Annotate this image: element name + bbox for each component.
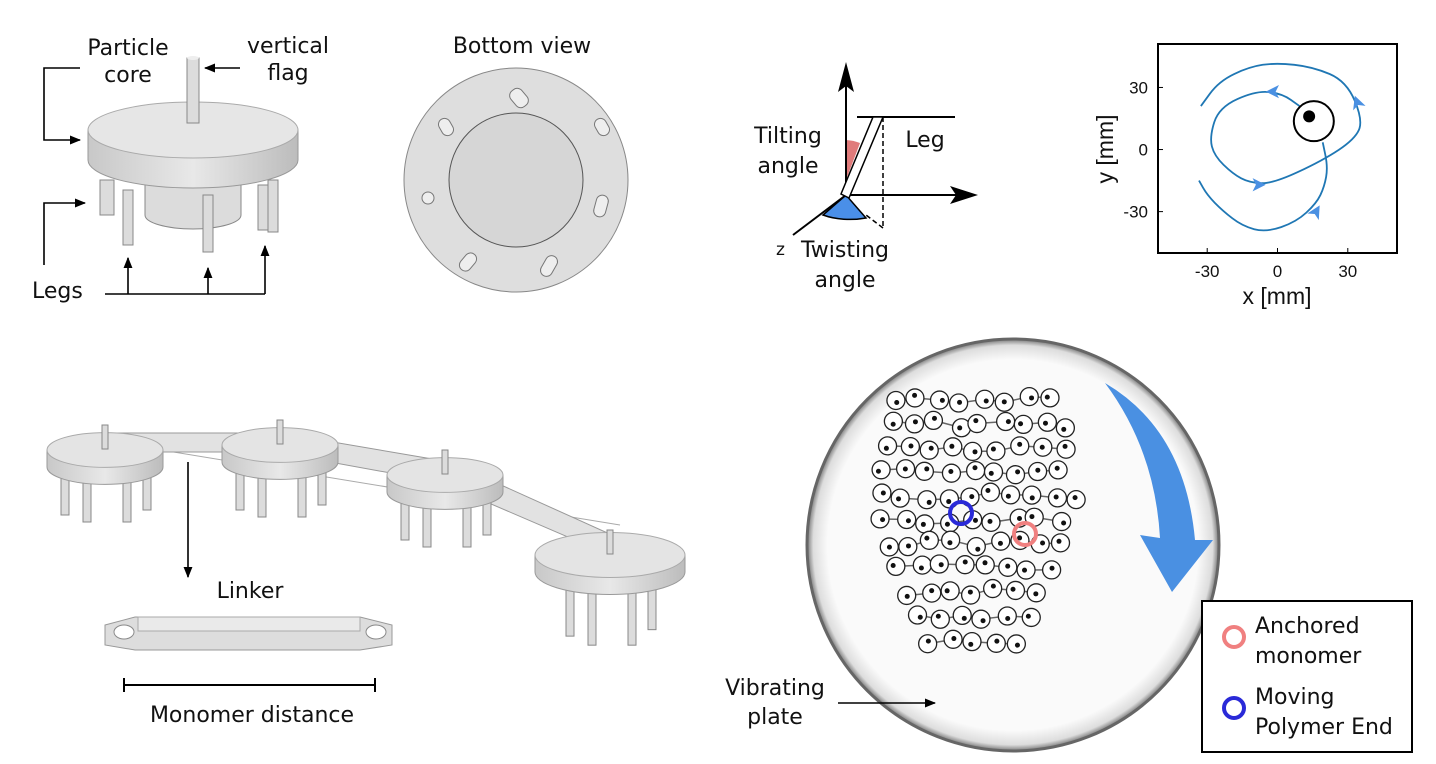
y-tick-label: 30 xyxy=(1129,78,1148,97)
direction-arrow xyxy=(1307,205,1320,221)
monomer-bead xyxy=(1022,485,1042,505)
polymer-beads xyxy=(870,386,1086,654)
monomer-bead xyxy=(1019,386,1039,407)
particle-marker xyxy=(1292,100,1335,143)
vibrating-plate-label-2: plate xyxy=(747,705,803,730)
monomer-bead xyxy=(905,388,925,408)
monomer-bead xyxy=(1013,414,1034,435)
legend-anchored-1: Anchored xyxy=(1255,614,1360,639)
direction-arrow xyxy=(1353,95,1366,111)
core-arrow xyxy=(43,67,82,145)
monomer-distance-label: Monomer distance xyxy=(150,703,354,728)
legs-label: Legs xyxy=(32,279,83,304)
monomer-bead xyxy=(967,413,987,434)
vertical-flag-label-2: flag xyxy=(267,61,308,86)
monomer-bead xyxy=(912,555,932,575)
monomer-bead xyxy=(917,490,937,510)
y-axis-label: y [mm] xyxy=(1092,115,1118,184)
y-tick-label: -30 xyxy=(1123,203,1148,222)
monomer-bead xyxy=(966,536,986,557)
monomer-bead xyxy=(971,609,991,629)
twisting-angle-label-1: Twisting xyxy=(800,238,889,263)
trajectory-chart: -30 0 30 30 0 -30 x [mm] y [mm] xyxy=(1092,43,1398,309)
legend-moving-2: Polymer End xyxy=(1255,715,1393,740)
monomer-bead xyxy=(1056,439,1076,459)
monomer-bead xyxy=(960,585,981,605)
particle-flag-dot xyxy=(1303,110,1316,123)
polymer-chain-render xyxy=(46,419,686,646)
direction-arrow xyxy=(1252,178,1266,192)
monomer-bead xyxy=(929,390,950,410)
z-axis-label: z xyxy=(776,240,785,260)
monomer-bead xyxy=(955,555,975,575)
anchored-marker xyxy=(1012,521,1038,547)
monomer-bead xyxy=(1000,485,1021,505)
trajectory-line xyxy=(1200,62,1362,185)
monomer-bead xyxy=(1005,465,1026,485)
monomer-bead xyxy=(965,460,986,481)
monomer-disk xyxy=(46,424,164,523)
monomer-bead xyxy=(1005,580,1026,601)
linker-label: Linker xyxy=(217,579,285,604)
particle-render xyxy=(87,56,299,253)
vertical-flag-label-1: vertical xyxy=(247,34,329,59)
monomer-bead xyxy=(980,482,1001,502)
chart-frame xyxy=(1157,43,1398,254)
legend-anchored-icon xyxy=(1222,625,1246,649)
linker-render xyxy=(104,616,393,651)
monomer-disk xyxy=(221,419,339,518)
monomer-bead xyxy=(919,530,939,550)
twisting-angle-label-2: angle xyxy=(814,268,875,293)
monomer-bead xyxy=(870,509,890,529)
moving-end-marker xyxy=(948,500,974,526)
legend-anchored-2: monomer xyxy=(1255,644,1362,669)
monomer-bead xyxy=(886,556,906,577)
y-tick-label: 0 xyxy=(1139,141,1148,160)
monomer-bead xyxy=(986,441,1006,461)
monomer-disk xyxy=(386,449,504,548)
legend-moving-1: Moving xyxy=(1255,685,1334,710)
legend-moving-icon xyxy=(1222,696,1246,720)
monomer-bead xyxy=(940,581,960,601)
x-tick-label: -30 xyxy=(1195,262,1220,281)
x-tick-label: 30 xyxy=(1338,262,1357,281)
leg-label: Leg xyxy=(905,128,944,153)
monomer-bead xyxy=(907,605,928,625)
monomer-bead xyxy=(983,462,1004,482)
particle-core-label-1: Particle xyxy=(87,36,168,61)
monomer-bead xyxy=(918,634,938,654)
angle-diagram xyxy=(792,62,978,236)
vibrating-plate-label-1: Vibrating xyxy=(725,676,825,701)
direction-arrow xyxy=(1265,84,1279,99)
monomer-bead xyxy=(930,609,950,629)
bottom-view-render xyxy=(403,67,629,293)
monomer-disk xyxy=(534,529,686,646)
monomer-bead xyxy=(997,606,1017,626)
monomer-bead xyxy=(952,605,972,626)
monomer-bead xyxy=(914,461,935,481)
monomer-bead xyxy=(1040,388,1060,408)
rotation-arrow xyxy=(1105,383,1213,592)
monomer-bead xyxy=(883,411,904,431)
monomer-bead xyxy=(941,530,961,550)
particle-core-label-2: core xyxy=(104,63,152,88)
trajectory-line xyxy=(1198,142,1328,232)
monomer-bead xyxy=(919,440,939,460)
monomer-bead xyxy=(962,631,982,652)
legs-arrow-left xyxy=(43,198,87,265)
tilting-angle-label-1: Tilting xyxy=(753,124,822,149)
monomer-distance-bar xyxy=(123,678,376,692)
x-axis-label: x [mm] xyxy=(1243,283,1312,309)
monomer-bead xyxy=(877,436,898,456)
x-tick-label: 0 xyxy=(1273,262,1282,281)
bottom-view-label: Bottom view xyxy=(453,34,591,59)
monomer-bead xyxy=(1021,607,1041,628)
legend: Anchored monomer Moving Polymer End xyxy=(1201,600,1413,753)
tilting-angle-label-2: angle xyxy=(757,154,818,179)
monomer-bead xyxy=(983,578,1003,599)
monomer-bead xyxy=(995,411,1016,432)
monomer-bead xyxy=(871,460,891,480)
